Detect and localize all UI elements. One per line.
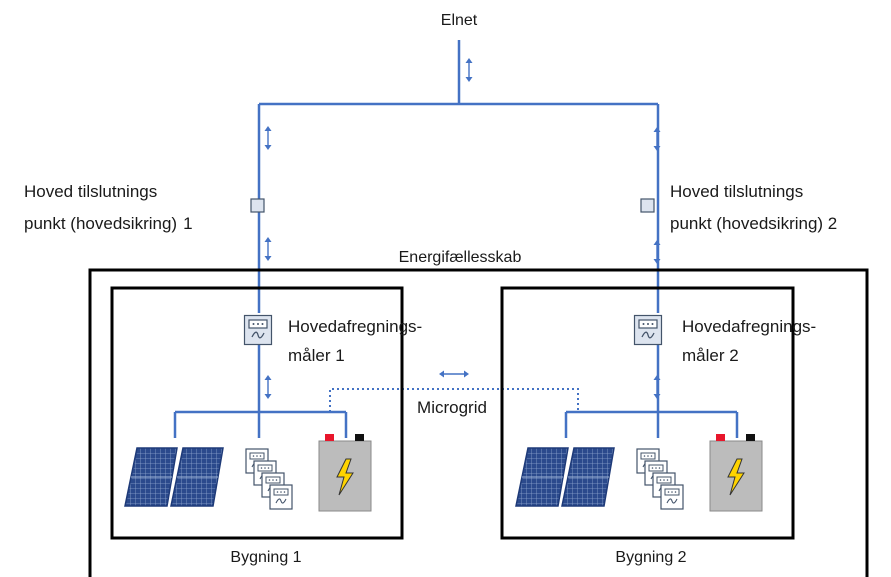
- solar-panel-icon: [124, 447, 224, 507]
- connection-point-icon: [250, 198, 265, 213]
- building-2-box: [500, 286, 795, 540]
- energy-community-label: Energifællesskab: [399, 249, 522, 266]
- meter-2-label: Hovedafregnings-: [682, 317, 816, 336]
- meter-stack-icon: [636, 448, 684, 510]
- meter-icon: [243, 314, 273, 346]
- power-lines: [173, 40, 739, 438]
- bidirectional-arrow-icon: [263, 236, 273, 262]
- meter-1-label-line2: måler 1: [288, 346, 345, 365]
- bidirectional-arrow-icon: [263, 374, 273, 400]
- building-2-name: Bygning 2: [615, 549, 686, 566]
- battery-icon: [318, 433, 372, 512]
- meter-stack-icon: [245, 448, 293, 510]
- meter-icon: [633, 314, 663, 346]
- bidirectional-arrow-icon: [652, 239, 662, 265]
- bidirectional-arrow-icon: [652, 374, 662, 400]
- bidirectional-arrow-icon: [439, 370, 469, 378]
- building-1-name: Bygning 1: [230, 549, 301, 566]
- connection-point-icon: [640, 198, 655, 213]
- connection-point-2-label: Hoved tilslutnings: [670, 182, 803, 201]
- energy-community-box: [88, 268, 869, 577]
- connection-point-1-label: Hoved tilslutnings: [24, 182, 157, 201]
- connection-point-1-label-line2: punkt (hovedsikring)1: [24, 214, 193, 233]
- meter-2-label-line2: måler 2: [682, 346, 739, 365]
- bidirectional-arrow-icon: [464, 57, 474, 83]
- grid-label: Elnet: [441, 12, 478, 29]
- battery-icon: [709, 433, 763, 512]
- bidirectional-arrow-icon: [263, 125, 273, 151]
- connection-point-2-label-line2: punkt (hovedsikring) 2: [670, 214, 837, 233]
- microgrid-link: [329, 388, 579, 412]
- meter-1-label: Hovedafregnings-: [288, 317, 422, 336]
- bidirectional-arrow-icon: [652, 126, 662, 152]
- building-1-box: [110, 286, 404, 540]
- microgrid-label: Microgrid: [417, 398, 487, 417]
- solar-panel-icon: [515, 447, 615, 507]
